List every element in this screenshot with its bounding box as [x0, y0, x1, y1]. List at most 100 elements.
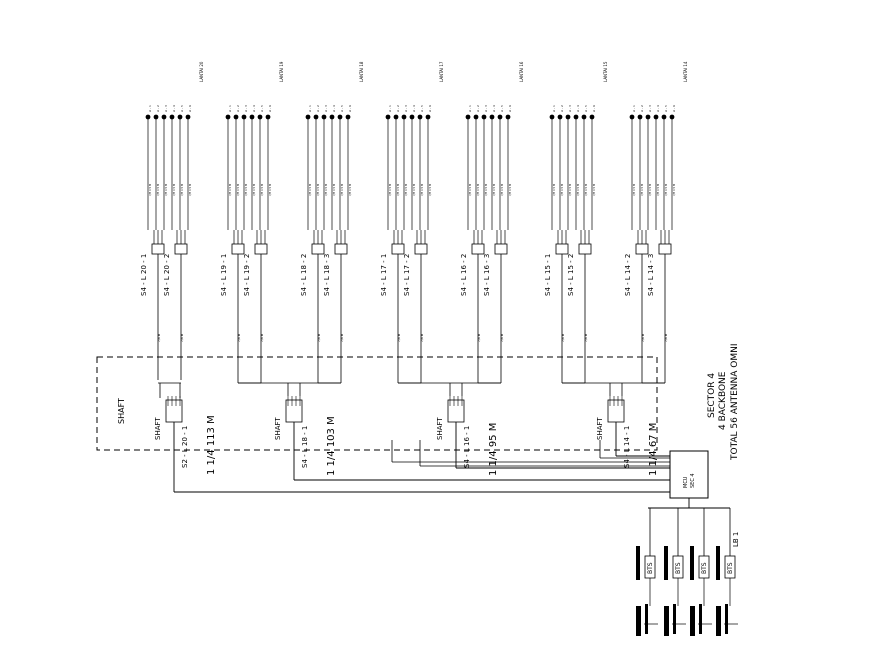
- drop-cable-label: 7/8 0.5 M: [348, 184, 352, 196]
- splitter-box: [174, 243, 188, 255]
- antenna-node: [337, 114, 343, 120]
- splitter-box: [285, 399, 303, 423]
- bts-antenna-bar: [716, 546, 720, 580]
- antenna-tag: A - 6: [348, 105, 352, 112]
- antenna-group-label: S4 - L 15 - 1: [544, 254, 552, 296]
- antenna-group-label: S4 - L 20 - 2: [163, 254, 171, 296]
- sector-notes: SECTOR 4 4 BACKBONE TOTAL 56 ANTENNA OMN…: [707, 343, 740, 461]
- feeder-run: [419, 440, 670, 467]
- floor-group: LANTAI 17A - 17/8 0.5 MA - 27/8 0.5 MA -…: [380, 61, 444, 384]
- antenna-tag: A - 5: [584, 105, 588, 112]
- sector-antenna-total: TOTAL 56 ANTENNA OMNI: [730, 343, 740, 461]
- drop-cable-label: 7/8 0.5 M: [664, 184, 668, 196]
- bts-ground-bar: [673, 604, 676, 634]
- antenna-group-label: S4 - L 18 - 2: [300, 254, 308, 296]
- antenna-tag: A - 6: [428, 105, 432, 112]
- drop-cable-label: 7/8 0.5 M: [592, 184, 596, 196]
- floor-group: LANTAI 14A - 17/8 0.5 MA - 27/8 0.5 MA -…: [624, 61, 688, 384]
- antenna-tag: A - 1: [228, 105, 232, 112]
- antenna-group-label: S4 - L 14 - 2: [624, 254, 632, 296]
- antenna-tag: A - 2: [476, 105, 480, 112]
- floor-group: LANTAI 15A - 17/8 0.5 MA - 27/8 0.5 MA -…: [544, 61, 608, 384]
- bts-ground-bar: [664, 606, 669, 636]
- drop-cable-label: 7/8 0.5 M: [188, 184, 192, 196]
- antenna-tag: A - 2: [236, 105, 240, 112]
- antenna-tag: A - 5: [260, 105, 264, 112]
- bts-ground-bar: [645, 604, 648, 634]
- antenna-tag: A - 2: [560, 105, 564, 112]
- bts-unit: BTS: [690, 508, 712, 636]
- drop-cable-label: 7/8 0.5 M: [672, 184, 676, 196]
- antenna-tag: A - 1: [308, 105, 312, 112]
- shaft-label: SHAFT: [154, 417, 162, 440]
- antenna-tag: A - 4: [412, 105, 416, 112]
- riser-cable-label: 7/8 M: [477, 333, 481, 342]
- bts-antenna-bar: [690, 546, 694, 580]
- bts-ground-bar: [690, 606, 695, 636]
- splitter-box: [471, 243, 485, 255]
- antenna-tag: A - 2: [156, 105, 160, 112]
- shaft-box: SHAFT: [96, 356, 658, 451]
- antenna-tag: A - 5: [500, 105, 504, 112]
- riser-cable-label: 7/8 M: [260, 333, 264, 342]
- drop-cable-label: 7/8 0.5 M: [648, 184, 652, 196]
- antenna-tag: A - 3: [484, 105, 488, 112]
- riser-cable-label: 7/8 M: [237, 333, 241, 342]
- bts-label: BTS: [647, 562, 654, 574]
- feeder-run: [391, 440, 670, 463]
- antenna-node: [385, 114, 391, 120]
- drop-cable-label: 7/8 0.5 M: [260, 184, 264, 196]
- antenna-tag: A - 3: [164, 105, 168, 112]
- splitter-box: [165, 399, 183, 423]
- drop-cable-label: 7/8 0.5 M: [584, 184, 588, 196]
- riser-cable-label: 7/8 M: [584, 333, 588, 342]
- combiner-sector-label: SEC 4: [690, 473, 696, 488]
- riser-cable-label: 7/8 M: [500, 333, 504, 342]
- drop-cable-label: 7/8 0.5 M: [484, 184, 488, 196]
- riser-cable-label: 7/8 M: [397, 333, 401, 342]
- feeder-run-label: 1 1/4 67 M: [648, 423, 659, 476]
- antenna-node: [145, 114, 151, 120]
- drop-cable-label: 7/8 0.5 M: [332, 184, 336, 196]
- antenna-tag: A - 1: [148, 105, 152, 112]
- drop-cable-label: 7/8 0.5 M: [236, 184, 240, 196]
- drop-cable-label: 7/8 0.5 M: [412, 184, 416, 196]
- drop-cable-label: 7/8 0.5 M: [388, 184, 392, 196]
- riser-cable-label: 7/8 M: [664, 333, 668, 342]
- antenna-node: [489, 114, 495, 120]
- drop-cable-label: 7/8 0.5 M: [468, 184, 472, 196]
- antenna-tag: A - 1: [388, 105, 392, 112]
- drop-cable-label: 7/8 0.5 M: [308, 184, 312, 196]
- antenna-tag: A - 6: [268, 105, 272, 112]
- drop-cable-label: 7/8 0.5 M: [404, 184, 408, 196]
- antenna-node: [629, 114, 635, 120]
- drop-cable-label: 7/8 0.5 M: [428, 184, 432, 196]
- antenna-node: [589, 114, 595, 120]
- floor-label: LANTAI 19: [279, 61, 284, 82]
- drop-cable-label: 7/8 0.5 M: [172, 184, 176, 196]
- antenna-tag: A - 1: [552, 105, 556, 112]
- antenna-node: [661, 114, 667, 120]
- floor-label: LANTAI 14: [683, 61, 688, 82]
- bts-ground-bar: [699, 604, 702, 634]
- floor-group: LANTAI 19 A - 1 7/8 0.5 M A - 2 7/8 0.5 M A -…: [220, 61, 284, 384]
- antenna-node: [305, 114, 311, 120]
- antenna-node: [225, 114, 231, 120]
- splitter-box: [578, 243, 592, 255]
- drop-cable-label: 7/8 0.5 M: [268, 184, 272, 196]
- antenna-node: [653, 114, 659, 120]
- antenna-node: [185, 114, 191, 120]
- antenna-node: [169, 114, 175, 120]
- drop-cable-label: 7/8 0.5 M: [340, 184, 344, 196]
- antenna-node: [637, 114, 643, 120]
- antenna-node: [177, 114, 183, 120]
- drop-cable-label: 7/8 0.5 M: [228, 184, 232, 196]
- antenna-node: [565, 114, 571, 120]
- drop-cable-label: 7/8 0.5 M: [156, 184, 160, 196]
- antenna-group-label: S4 - L 20 - 1: [140, 254, 148, 296]
- combiner-unit: MCU SEC 4: [669, 450, 709, 499]
